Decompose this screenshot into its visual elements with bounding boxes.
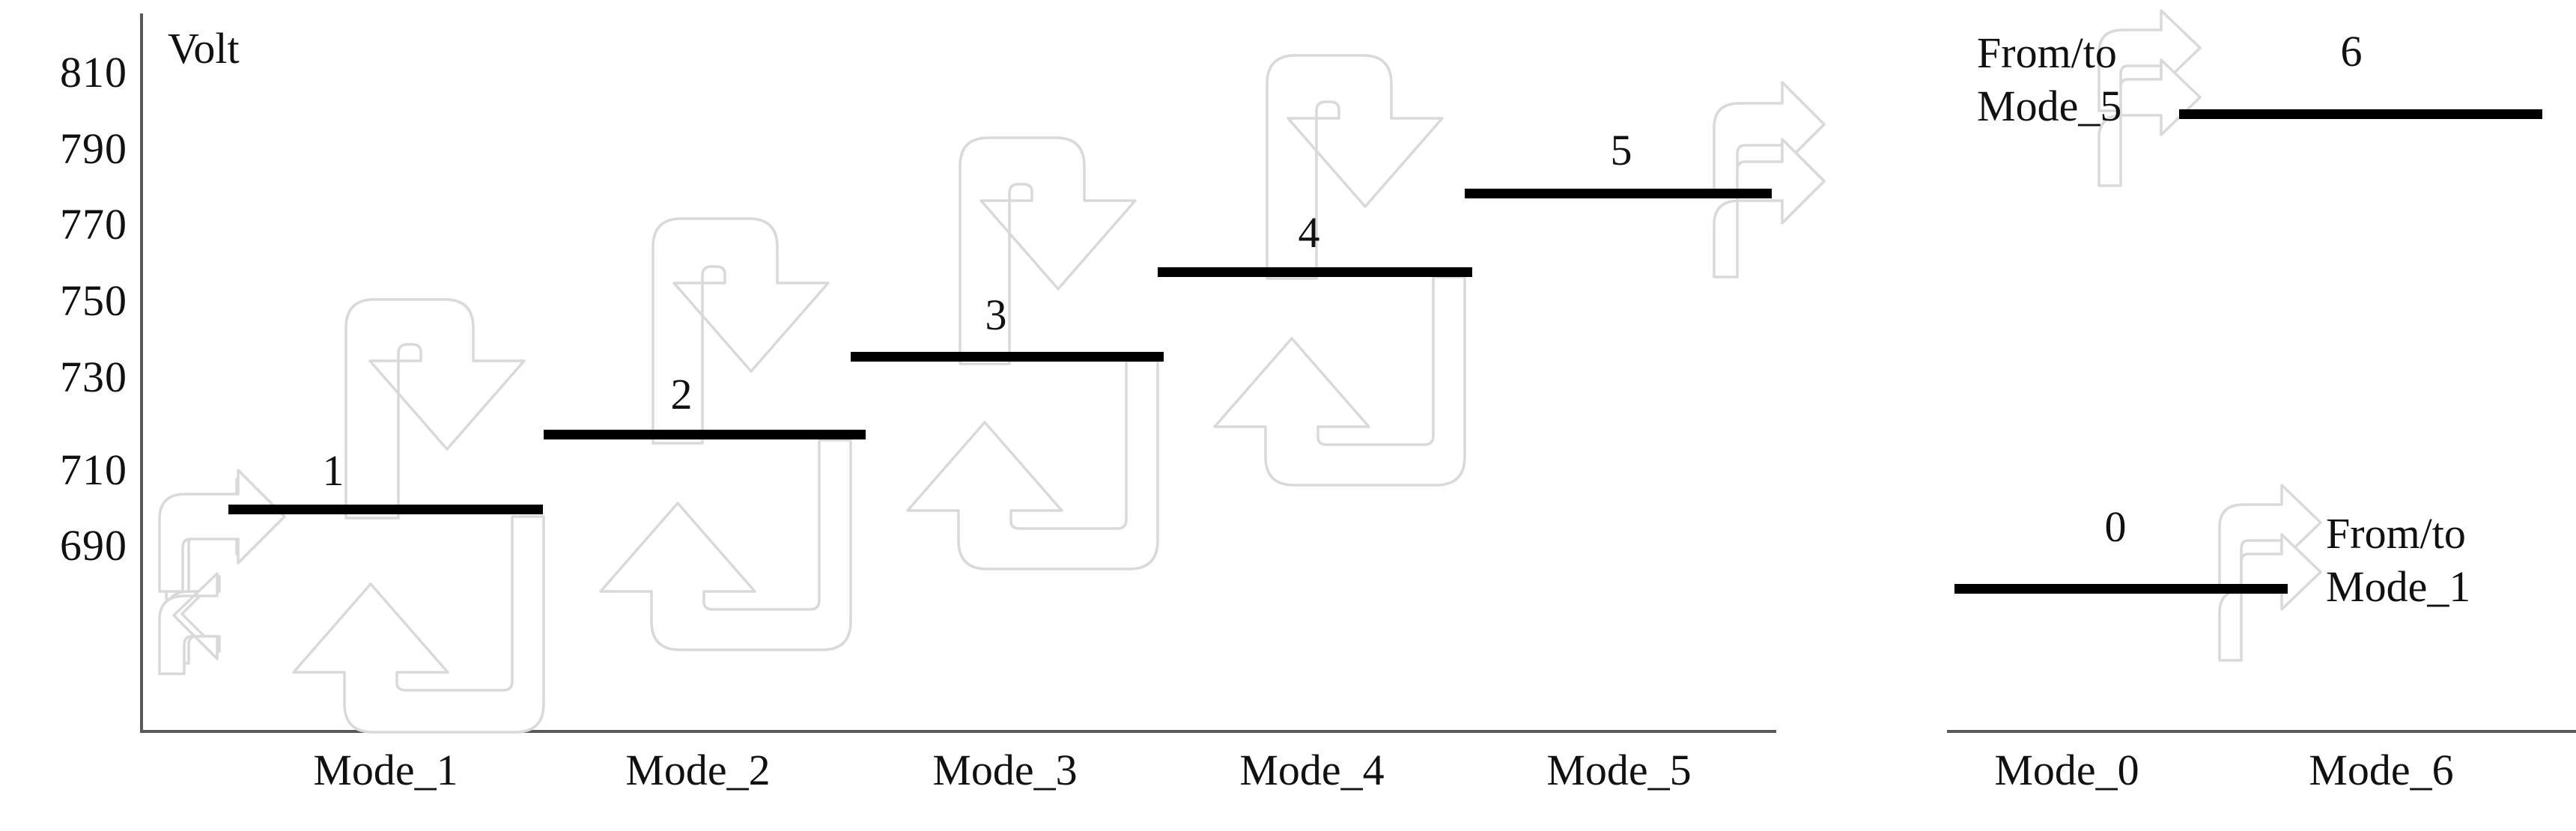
level-label-4: 4 xyxy=(1298,208,1320,257)
side-note-from-to-mode1-line2: Mode_1 xyxy=(2326,561,2471,611)
level-label-2: 2 xyxy=(670,370,693,418)
y-axis-tick-730: 730 xyxy=(60,353,127,401)
x-axis-label-mode1: Mode_1 xyxy=(313,746,458,794)
level-line-mode2 xyxy=(544,430,866,439)
level-line-mode6 xyxy=(2179,109,2542,119)
level-label-0: 0 xyxy=(2104,502,2127,551)
x-axis-label-mode5: Mode_5 xyxy=(1546,746,1692,794)
level-label-1: 1 xyxy=(322,446,344,495)
x-axis-label-mode4: Mode_4 xyxy=(1239,746,1385,794)
level-label-5: 5 xyxy=(1610,126,1632,174)
level-line-mode3 xyxy=(851,352,1164,362)
y-axis-tick-750: 750 xyxy=(60,276,127,325)
y-axis-tick-770: 770 xyxy=(60,200,127,249)
transition-mode4-to-mode3 xyxy=(906,359,1159,570)
level-line-mode5 xyxy=(1465,189,1772,198)
self-loop-mode1-down-arrow xyxy=(165,478,276,600)
side-note-from-to-mode5-line1: From/to xyxy=(1977,28,2117,77)
x-axis-label-mode0: Mode_0 xyxy=(1994,746,2139,794)
side-note-from-to-mode1: From/to Mode_1 xyxy=(2326,508,2470,614)
y-axis-tick-810: 810 xyxy=(60,48,127,97)
x-axis-label-mode3: Mode_3 xyxy=(932,746,1078,794)
x-axis-label-mode2: Mode_2 xyxy=(625,746,771,794)
transition-mode3-to-mode2 xyxy=(599,439,852,651)
y-axis-line xyxy=(140,13,143,733)
x-axis-line xyxy=(140,730,1776,733)
side-note-from-to-mode5-line2: Mode_5 xyxy=(1977,81,2122,130)
side-note-from-to-mode5: From/to Mode_5 xyxy=(1977,27,2121,133)
side-transition-mode0-mode1 xyxy=(2218,484,2322,662)
y-axis-tick-690: 690 xyxy=(60,521,127,570)
transition-mode2-to-mode1 xyxy=(292,515,545,734)
side-note-from-to-mode1-line1: From/to xyxy=(2326,509,2466,558)
level-line-mode1 xyxy=(228,505,543,514)
x-axis-label-mode6: Mode_6 xyxy=(2309,746,2454,794)
transition-mode1-to-mode2 xyxy=(344,298,526,520)
y-axis-unit-label: Volt xyxy=(168,24,240,73)
level-line-mode0 xyxy=(1954,584,2288,594)
self-loop-mode1-up-arrow xyxy=(165,575,221,665)
y-axis-tick-790: 790 xyxy=(60,124,127,173)
self-loop-mode5 xyxy=(1713,81,1826,278)
level-label-3: 3 xyxy=(985,290,1007,339)
transition-mode5-to-mode4 xyxy=(1213,276,1466,487)
side-panel-baseline xyxy=(1947,730,2576,733)
y-axis-tick-710: 710 xyxy=(60,445,127,494)
level-label-6: 6 xyxy=(2340,27,2363,76)
level-line-mode4 xyxy=(1158,267,1472,277)
self-loop-mode1-outline xyxy=(158,469,286,675)
